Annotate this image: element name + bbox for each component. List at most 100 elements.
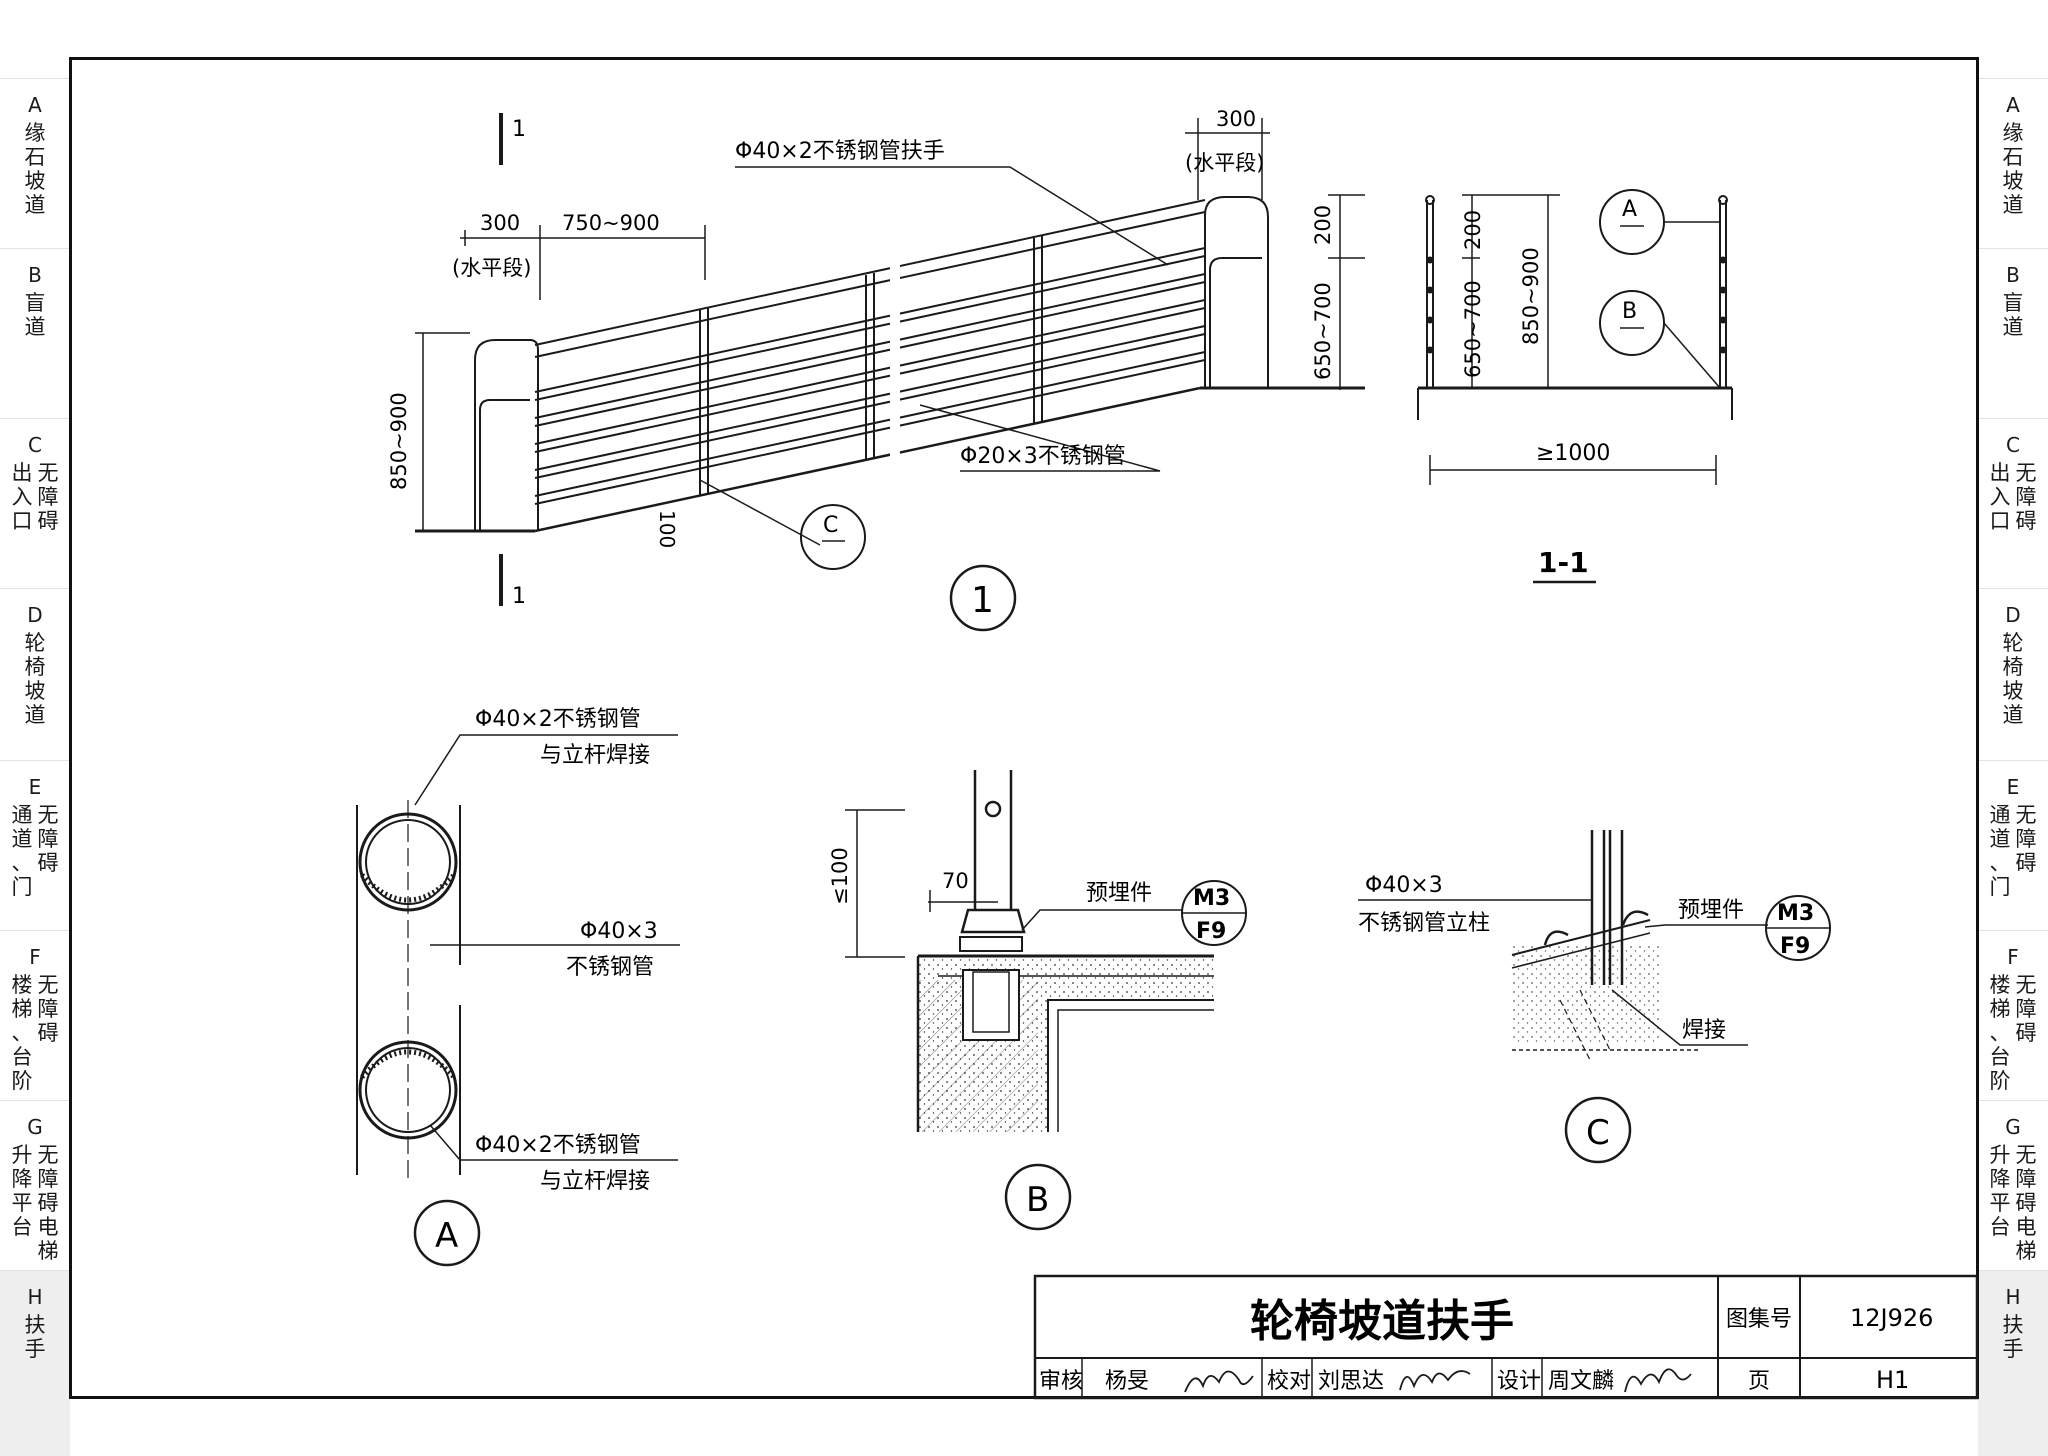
detail-a-label-mid-1: Φ40×3 [580, 919, 658, 944]
chapter-tab-label-line: 扶手 [2002, 1313, 2024, 1361]
detail-a-label-bot-1: Φ40×2不锈钢管 [475, 1133, 641, 1158]
chapter-tab-label: 无障碍通道、门 [1989, 803, 2037, 899]
detail-b-view [845, 770, 1247, 1231]
chapter-tab-label-line: 无障碍 [37, 973, 59, 1045]
detail-c-label-post-1: Φ40×3 [1365, 873, 1443, 898]
detail-c-label-post-2: 不锈钢管立柱 [1358, 911, 1490, 936]
detail-b-ref-bot: F9 [1196, 919, 1226, 944]
lower-rails-label: Φ20×3不锈钢管 [960, 444, 1126, 469]
chapter-tab-letter: G [27, 1115, 43, 1139]
detail-c-label-weld: 焊接 [1682, 1018, 1726, 1043]
detail-c-ref-bot: F9 [1780, 934, 1810, 959]
chapter-tab-f[interactable]: F 无障碍楼梯、台阶 [0, 930, 70, 1100]
detail-b-dim-offset: 70 [942, 869, 969, 893]
dim-span: 750~900 [562, 211, 660, 235]
chapter-tab-label: 无障碍出入口 [1989, 461, 2037, 533]
chapter-tab-h[interactable]: H 扶手 [1978, 1270, 2048, 1456]
chapter-tab-label-line: 盲道 [2002, 291, 2024, 339]
detail-a-label-mid-2: 不锈钢管 [566, 955, 654, 980]
callout-b-letter: B [1622, 299, 1637, 324]
chapter-tab-label-line: 通道、门 [11, 803, 33, 899]
chapter-tab-letter: F [29, 945, 41, 969]
detail-a-view-letter: A [435, 1216, 458, 1256]
chapter-tab-g[interactable]: G 无障碍电梯升降平台 [0, 1100, 70, 1270]
chapter-tab-e[interactable]: E 无障碍通道、门 [0, 760, 70, 930]
detail-b-view-letter: B [1026, 1180, 1049, 1220]
chapter-tab-label: 无障碍通道、门 [11, 803, 59, 899]
chapter-tab-letter: E [28, 775, 42, 799]
chapter-tab-letter: G [2005, 1115, 2021, 1139]
atlas-label: 图集号 [1726, 1307, 1792, 1332]
checker-signature [1399, 1370, 1471, 1391]
chapter-tab-label-line: 无障碍电梯 [2015, 1143, 2037, 1263]
detail-c-label-embed: 预埋件 [1678, 898, 1744, 923]
detail-a-label-top-1: Φ40×2不锈钢管 [475, 707, 641, 732]
dim-height-left: 850~900 [387, 392, 411, 490]
chapter-tab-h[interactable]: H 扶手 [0, 1270, 70, 1456]
chapter-tab-c[interactable]: C 无障碍出入口 [1978, 418, 2048, 588]
chapter-tab-letter: H [27, 1285, 43, 1309]
sheet-title: 轮椅坡道扶手 [1250, 1296, 1514, 1347]
chapter-tab-label-line: 无障碍电梯 [37, 1143, 59, 1263]
chapter-tab-label: 盲道 [2002, 291, 2024, 339]
chapter-tab-label: 盲道 [24, 291, 46, 339]
chapter-tab-a[interactable]: A 缘石坡道 [0, 78, 70, 248]
top-rail-label: Φ40×2不锈钢管扶手 [735, 139, 945, 164]
reviewer-signature [1184, 1370, 1254, 1393]
chapter-tab-label-line: 扶手 [24, 1313, 46, 1361]
dim-left-horizontal-note: (水平段) [452, 256, 531, 280]
elevation-view [415, 113, 1365, 632]
chapter-tab-label-line: 无障碍 [2015, 973, 2037, 1045]
detail-b-dim-height: ≤100 [828, 847, 852, 905]
chapter-tab-label-line: 升降平台 [1989, 1143, 2011, 1239]
chapter-tab-label-line: 出入口 [11, 461, 33, 533]
detail-c-view-letter: C [1586, 1113, 1610, 1153]
section-mark-bottom: 1 [512, 584, 526, 609]
drawing-frame [69, 57, 1979, 1399]
section-dim-total: 850~900 [1519, 247, 1543, 345]
chapter-tab-letter: A [28, 93, 42, 117]
chapter-tab-label-line: 无障碍 [37, 803, 59, 875]
chapter-tab-label-line: 无障碍 [2015, 803, 2037, 875]
dim-top-gap: 200 [1311, 205, 1335, 245]
section-1-1-view [1417, 189, 1733, 584]
chapter-tab-label-line: 升降平台 [11, 1143, 33, 1239]
chapter-tab-label-line: 楼梯、台阶 [1989, 973, 2011, 1093]
section-title: 1-1 [1538, 546, 1589, 579]
chapter-tab-label-line: 楼梯、台阶 [11, 973, 33, 1093]
chapter-tab-label: 轮椅坡道 [2002, 631, 2024, 727]
chapter-tab-letter: H [2005, 1285, 2021, 1309]
page-label: 页 [1748, 1369, 1770, 1394]
chapter-tab-label-line: 缘石坡道 [2002, 121, 2024, 217]
chapter-tab-label: 缘石坡道 [24, 121, 46, 217]
detail-a-view [356, 734, 680, 1267]
page-number: H1 [1876, 1366, 1909, 1394]
design-label: 设计 [1497, 1369, 1541, 1394]
callout-a-letter: A [1622, 197, 1637, 222]
chapter-tab-letter: C [2006, 433, 2020, 457]
chapter-tab-g[interactable]: G 无障碍电梯升降平台 [1978, 1100, 2048, 1270]
review-label: 审核 [1039, 1369, 1083, 1394]
chapter-tab-label-line: 出入口 [1989, 461, 2011, 533]
chapter-tab-label-line: 无障碍 [2015, 461, 2037, 533]
chapter-tab-label-line: 通道、门 [1989, 803, 2011, 899]
atlas-number: 12J926 [1850, 1304, 1933, 1332]
section-mark-top: 1 [512, 117, 526, 142]
chapter-tab-label-line: 轮椅坡道 [2002, 631, 2024, 727]
section-dim-width: ≥1000 [1536, 441, 1610, 466]
detail-a-label-top-2: 与立杆焊接 [540, 743, 650, 768]
section-dim-lower-height: 650~700 [1461, 280, 1485, 378]
dim-right-horizontal: 300 [1216, 107, 1256, 131]
designer-signature [1624, 1368, 1692, 1393]
chapter-tab-label: 扶手 [24, 1313, 46, 1361]
callout-c-letter: C [823, 513, 838, 538]
dim-left-horizontal: 300 [480, 211, 520, 235]
